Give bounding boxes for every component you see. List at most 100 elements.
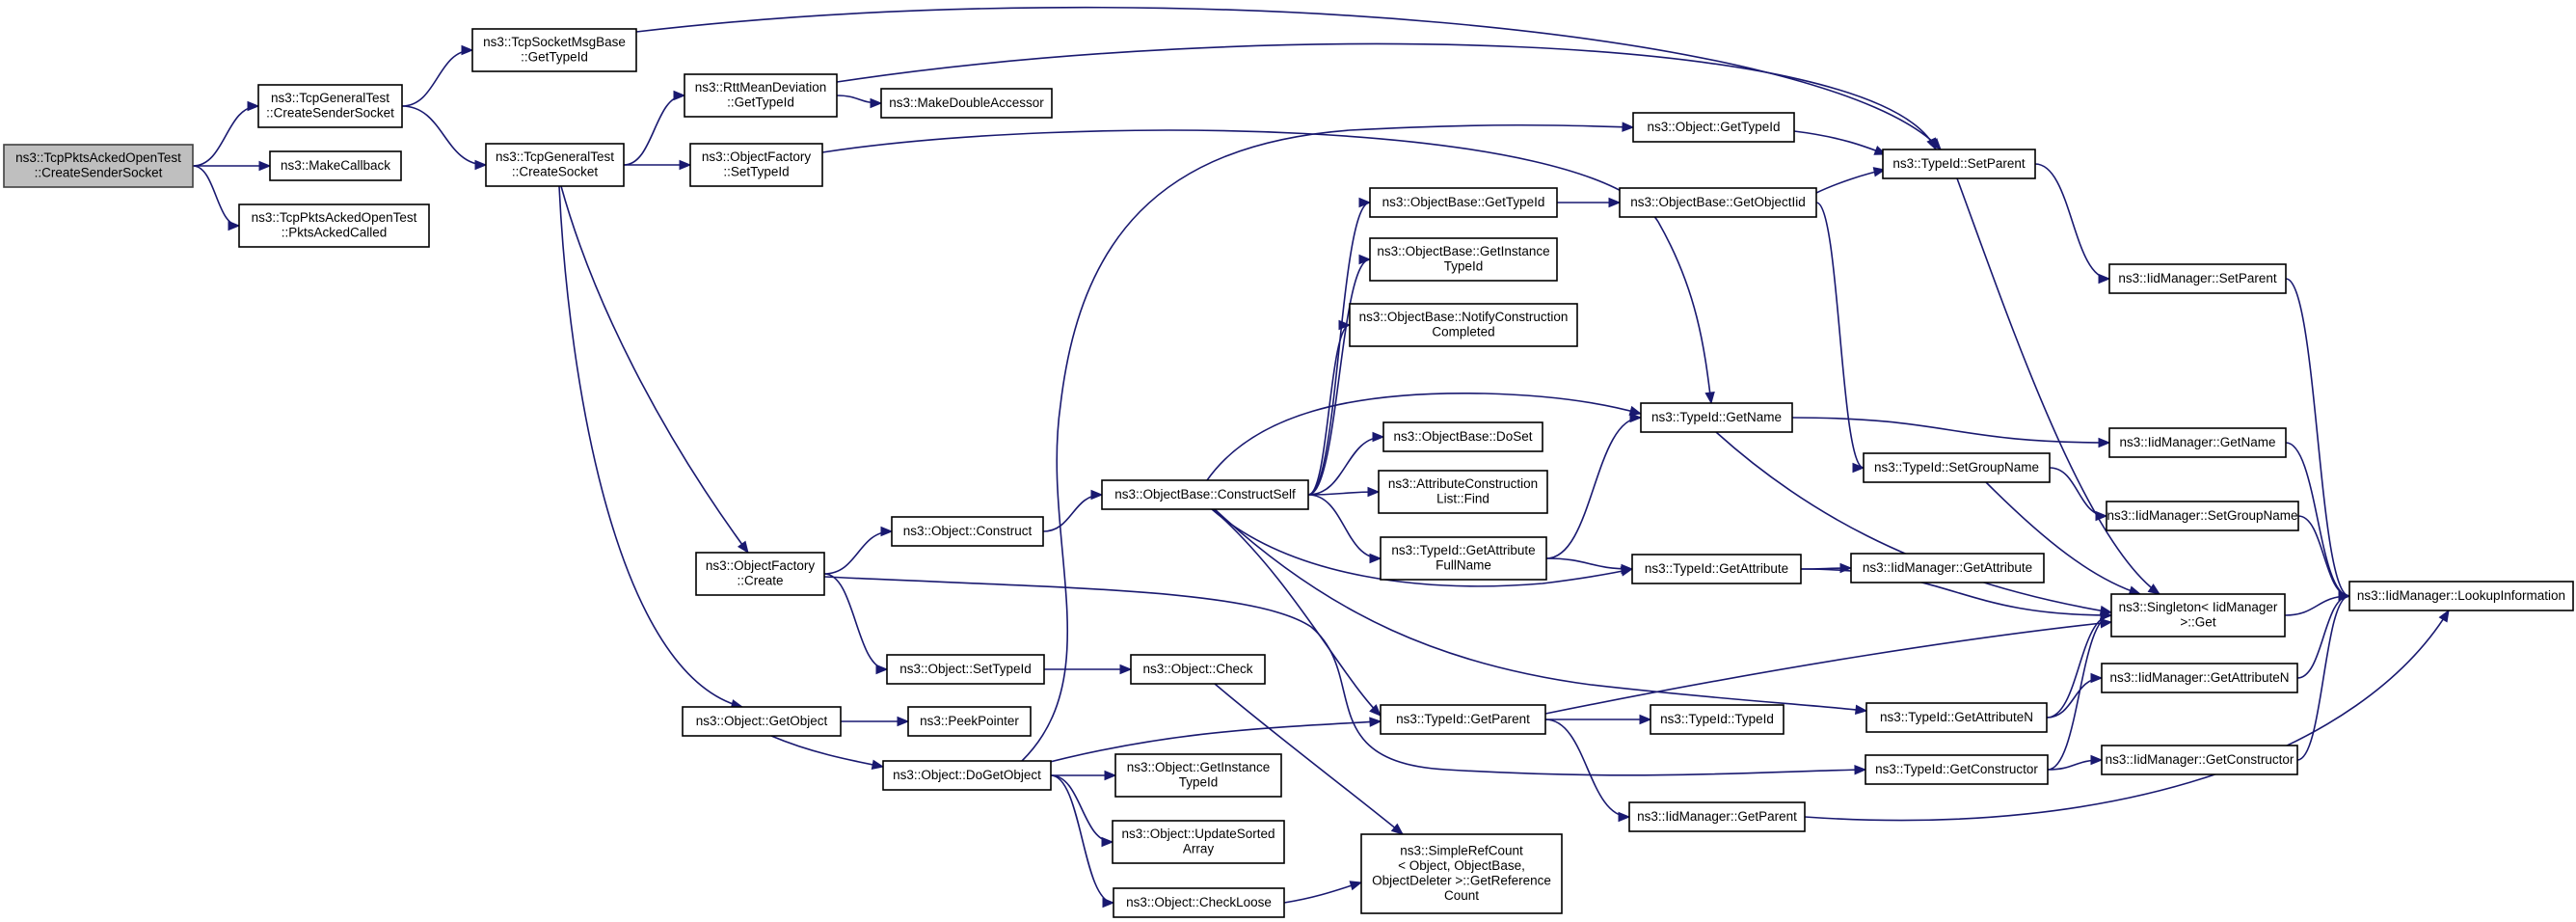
node-label-line: ns3::MakeCallback	[281, 158, 390, 173]
node-label-line: ns3::TypeId::GetConstructor	[1875, 762, 2038, 776]
edge-of_create-to-obj_settypeid	[823, 573, 889, 675]
node-tgt-csender[interactable]: ns3::TcpGeneralTest::CreateSenderSocket	[257, 84, 403, 128]
node-label-line: ns3::ObjectBase::GetObjectIid	[1630, 195, 1806, 209]
node-iid-getconstructor[interactable]: ns3::IidManager::GetConstructor	[2101, 745, 2298, 775]
node-ob-constructself[interactable]: ns3::ObjectBase::ConstructSelf	[1101, 479, 1309, 510]
node-tid-getparent[interactable]: ns3::TypeId::GetParent	[1380, 704, 1546, 735]
node-root[interactable]: ns3::TcpPktsAckedOpenTest::CreateSenderS…	[3, 144, 194, 188]
node-singleton-get[interactable]: ns3::Singleton< IidManager>::Get	[2110, 593, 2286, 637]
edge-iid_setparent-to-iid_lookup	[2285, 278, 2351, 602]
node-iid-setparent[interactable]: ns3::IidManager::SetParent	[2108, 263, 2287, 294]
edge-ob_constructself-to-tid_getattributen	[1214, 508, 1868, 716]
call-edges	[192, 6, 2450, 908]
node-label-line: ns3::Object::Check	[1142, 662, 1252, 676]
node-makedouble[interactable]: ns3::MakeDoubleAccessor	[880, 88, 1053, 119]
node-peekpointer[interactable]: ns3::PeekPointer	[907, 706, 1032, 737]
node-ob-notify[interactable]: ns3::ObjectBase::NotifyConstructionCompl…	[1349, 303, 1578, 347]
node-tid-getname[interactable]: ns3::TypeId::GetName	[1640, 402, 1793, 433]
node-label-line: ns3::TypeId::GetName	[1651, 410, 1782, 424]
edge-tgt_csocket-to-of_create	[560, 185, 749, 555]
edge-root-to-tgt_csender	[192, 100, 260, 167]
node-tgt-csocket[interactable]: ns3::TcpGeneralTest::CreateSocket	[485, 143, 625, 187]
edge-ob_constructself-to-tid_getparent	[1212, 508, 1382, 717]
edge-ob_constructself-to-attrfind	[1307, 486, 1381, 498]
node-tid-typeid[interactable]: ns3::TypeId::TypeId	[1650, 704, 1784, 735]
node-label-line: ::GetTypeId	[727, 95, 794, 110]
edge-obj_dogetobject-to-obj_checkloose	[1050, 774, 1115, 908]
node-label-line: < Object, ObjectBase,	[1398, 858, 1525, 873]
node-tid-getattribute[interactable]: ns3::TypeId::GetAttribute	[1631, 554, 1802, 584]
edge-tid_getparent-to-singleton_get	[1544, 618, 2113, 715]
node-simplerefcount[interactable]: ns3::SimpleRefCount< Object, ObjectBase,…	[1360, 833, 1563, 914]
edge-tgt_csender-to-tgt_csocket	[401, 105, 488, 171]
node-box	[2106, 501, 2299, 531]
node-label-line: ns3::IidManager::LookupInformation	[2357, 588, 2565, 603]
edge-tid_setparent-to-singleton_get	[1956, 177, 2161, 595]
node-ob-doset[interactable]: ns3::ObjectBase::DoSet	[1382, 421, 1543, 452]
node-label-line: ns3::IidManager::GetConstructor	[2106, 752, 2294, 767]
node-obj-settypeid[interactable]: ns3::Object::SetTypeId	[886, 654, 1045, 685]
edge-ob_constructself-to-tid_getname	[1206, 392, 1643, 481]
node-label-line: ns3::Object::UpdateSorted	[1121, 827, 1275, 841]
node-box	[1378, 470, 1548, 514]
node-tid-setparent[interactable]: ns3::TypeId::SetParent	[1882, 149, 2036, 179]
node-label-line: Count	[1444, 888, 1479, 903]
edge-tid_getattributen-to-iid_getattributen	[2046, 672, 2104, 719]
node-tid-getattributen[interactable]: ns3::TypeId::GetAttributeN	[1865, 702, 2048, 733]
node-obj-checkloose[interactable]: ns3::Object::CheckLoose	[1113, 887, 1285, 918]
node-obj-construct[interactable]: ns3::Object::Construct	[891, 516, 1044, 547]
node-of-create[interactable]: ns3::ObjectFactory::Create	[695, 552, 825, 596]
node-box	[485, 143, 625, 187]
node-pktsacked[interactable]: ns3::TcpPktsAckedOpenTest::PktsAckedCall…	[238, 203, 430, 248]
node-makecallback[interactable]: ns3::MakeCallback	[269, 150, 402, 181]
node-iid-getname[interactable]: ns3::IidManager::GetName	[2108, 427, 2287, 458]
node-box	[907, 706, 1032, 737]
node-o-gettypeid[interactable]: ns3::Object::GetTypeId	[1632, 112, 1795, 143]
node-tid-setgroupname[interactable]: ns3::TypeId::SetGroupName	[1863, 452, 2051, 483]
edge-tgt_csocket-to-of_settypeid	[623, 159, 692, 171]
edge-rttmean-to-tid_setparent	[836, 42, 1937, 151]
node-box	[1360, 833, 1563, 914]
node-box	[1632, 112, 1795, 143]
node-label-line: FullName	[1436, 558, 1491, 573]
node-label-line: ::PktsAckedCalled	[282, 226, 388, 240]
node-ob-getobjectiid[interactable]: ns3::ObjectBase::GetObjectIid	[1619, 187, 1817, 218]
node-iid-getparent[interactable]: ns3::IidManager::GetParent	[1628, 801, 1806, 832]
node-iid-getattributen[interactable]: ns3::IidManager::GetAttributeN	[2101, 663, 2298, 693]
edge-rttmean-to-makedouble	[836, 95, 883, 109]
node-label-line: ns3::Object::SetTypeId	[899, 662, 1032, 676]
node-box	[2348, 581, 2574, 611]
node-ob-gettypeid[interactable]: ns3::ObjectBase::GetTypeId	[1369, 187, 1558, 218]
edge-o_gettypeid-to-tid_setparent	[1793, 130, 1888, 155]
edge-root-to-pktsacked	[192, 165, 241, 231]
node-obj-check[interactable]: ns3::Object::Check	[1130, 654, 1266, 685]
node-obj-dogetobject[interactable]: ns3::Object::DoGetObject	[882, 760, 1052, 791]
node-obj-getobject[interactable]: ns3::Object::GetObject	[682, 706, 842, 737]
edge-tgt_csender-to-tcpsockmsg	[401, 44, 474, 107]
edge-ob_constructself-to-ob_gettypeid	[1307, 197, 1372, 496]
node-iid-getattribute[interactable]: ns3::IidManager::GetAttribute	[1850, 553, 2045, 583]
node-label-line: ns3::Object::DoGetObject	[893, 768, 1041, 782]
node-of-settypeid[interactable]: ns3::ObjectFactory::SetTypeId	[689, 143, 823, 187]
node-label-line: ns3::TypeId::TypeId	[1660, 712, 1774, 726]
node-tcpsockmsg[interactable]: ns3::TcpSocketMsgBase::GetTypeId	[471, 28, 637, 72]
node-iid-lookup[interactable]: ns3::IidManager::LookupInformation	[2348, 581, 2574, 611]
node-box	[880, 88, 1053, 119]
node-tid-getconstructor[interactable]: ns3::TypeId::GetConstructor	[1865, 754, 2049, 785]
node-label-line: TypeId	[1444, 259, 1484, 274]
node-iid-setgroupname[interactable]: ns3::IidManager::SetGroupName	[2106, 501, 2299, 531]
node-box	[882, 760, 1052, 791]
node-box	[1619, 187, 1817, 218]
node-box	[1865, 702, 2048, 733]
node-label-line: Array	[1183, 842, 1215, 856]
node-rttmean[interactable]: ns3::RttMeanDeviation::GetTypeId	[684, 73, 838, 118]
node-label-line: ns3::Object::CheckLoose	[1126, 895, 1272, 909]
edge-ob_constructself-to-ob_doset	[1307, 431, 1385, 496]
node-label-line: ns3::ObjectBase::GetTypeId	[1382, 195, 1545, 209]
node-label-line: ::GetTypeId	[521, 50, 588, 65]
